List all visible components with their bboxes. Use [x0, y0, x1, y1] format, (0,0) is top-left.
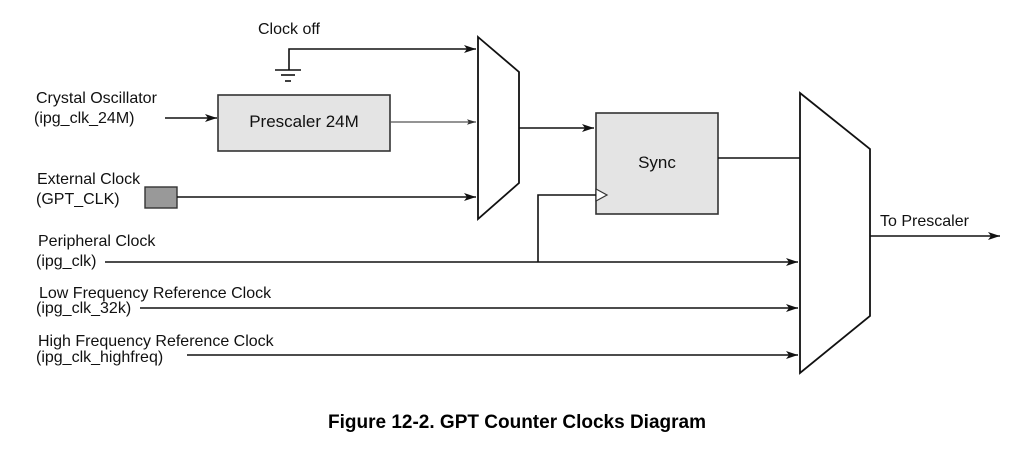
external-clock-signal: (GPT_CLK) [36, 191, 120, 208]
prescaler-24m-block [217, 94, 391, 152]
low-freq-ref-label: Low Frequency Reference Clock [39, 285, 272, 302]
source-mux [477, 35, 520, 221]
low-freq-ref-signal: (ipg_clk_32k) [36, 300, 131, 317]
to-prescaler-label: To Prescaler [880, 213, 970, 230]
crystal-osc-signal: (ipg_clk_24M) [34, 110, 134, 127]
external-clock-label: External Clock [37, 171, 141, 188]
sync-block [595, 112, 719, 215]
peripheral-clock-signal: (ipg_clk) [36, 253, 96, 270]
high-freq-ref-label: High Frequency Reference Clock [38, 333, 275, 350]
clock-off-label: Clock off [258, 21, 321, 38]
crystal-osc-label: Crystal Oscillator [36, 90, 158, 107]
clock-select-mux [799, 91, 871, 375]
sync-label: Sync [638, 153, 676, 172]
high-freq-ref-signal: (ipg_clk_highfreq) [36, 349, 163, 366]
sync-clock-wire [537, 194, 596, 262]
prescaler-24m-label: Prescaler 24M [249, 112, 359, 131]
peripheral-clock-label: Peripheral Clock [38, 233, 156, 250]
ground-icon [275, 69, 301, 82]
figure-caption: Figure 12-2. GPT Counter Clocks Diagram [328, 412, 706, 433]
gpt-clk-pad [144, 186, 178, 209]
clock-off-wire [288, 45, 476, 70]
